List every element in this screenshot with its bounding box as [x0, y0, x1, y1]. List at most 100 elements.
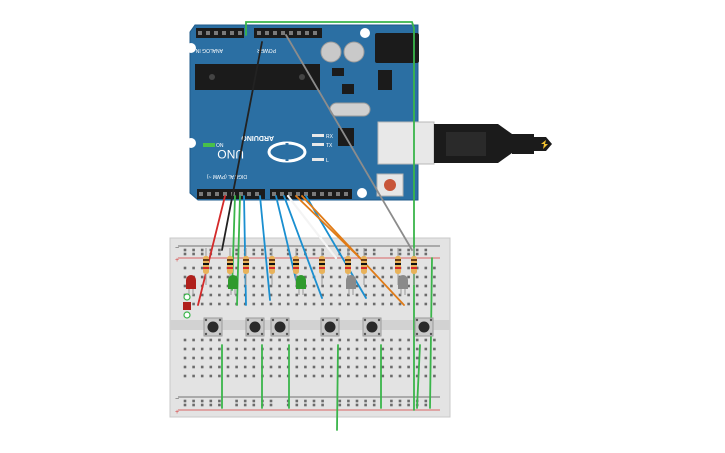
breadboard-hole: [278, 302, 281, 306]
breadboard-hole: [312, 365, 316, 369]
breadboard-hole: [286, 302, 290, 306]
breadboard-hole: [372, 356, 376, 360]
breadboard-hole: [218, 302, 221, 306]
breadboard-hole: [200, 302, 204, 306]
push-button[interactable]: [414, 317, 434, 337]
power-header: [254, 28, 322, 38]
breadboard-hole: [192, 293, 195, 297]
breadboard-hole: [424, 356, 428, 360]
breadboard-hole: [295, 356, 299, 360]
breadboard-hole: [183, 266, 187, 270]
breadboard-hole: [355, 374, 359, 378]
breadboard-hole: [200, 365, 204, 369]
rail-hole: [390, 252, 393, 256]
wire-5v-gray: [285, 34, 413, 251]
push-button[interactable]: [320, 317, 340, 337]
breadboard-hole: [278, 365, 281, 369]
breadboard-hole: [424, 365, 428, 369]
rail-hole: [424, 248, 428, 252]
push-buttons: [203, 317, 434, 337]
push-button[interactable]: [270, 317, 290, 337]
breadboard-hole: [312, 347, 316, 351]
reset-button-cap[interactable]: [384, 179, 396, 191]
breadboard-hole: [407, 374, 410, 378]
rail-hole: [269, 248, 273, 252]
breadboard-hole: [286, 275, 290, 279]
push-button[interactable]: [362, 317, 382, 337]
breadboard-hole: [183, 347, 187, 351]
wire-blue: [259, 195, 271, 301]
breadboard-hole: [424, 302, 428, 306]
breadboard-hole: [347, 302, 350, 306]
rail-hole: [192, 248, 195, 252]
breadboard-hole: [312, 302, 316, 306]
wire-blue: [283, 195, 323, 299]
breadboard-hole: [192, 374, 195, 378]
breadboard-hole: [338, 356, 342, 360]
breadboard-hole: [200, 338, 204, 342]
on-led: [203, 143, 215, 147]
breadboard-hole: [235, 347, 238, 351]
breadboard-hole: [286, 284, 290, 288]
push-button[interactable]: [203, 317, 223, 337]
indicator-ring: [183, 311, 191, 319]
breadboard-hole: [355, 266, 359, 270]
breadboard-hole: [433, 356, 436, 360]
wire-ground-jumper: [336, 344, 339, 431]
breadboard-hole: [312, 266, 316, 270]
rail-hole: [200, 399, 204, 403]
breadboard-hole: [329, 284, 333, 288]
breadboard-hole: [304, 338, 307, 342]
rail-hole: [424, 252, 428, 256]
rail-hole: [192, 252, 195, 256]
breadboard-hole: [209, 347, 213, 351]
rail-hole: [424, 399, 428, 403]
breadboard-hole: [338, 266, 342, 270]
rail-hole: [295, 252, 299, 256]
breadboard-hole: [329, 347, 333, 351]
rail-hole: [312, 248, 316, 252]
breadboard-hole: [226, 365, 230, 369]
breadboard-hole: [355, 338, 359, 342]
breadboard-hole: [278, 374, 281, 378]
breadboard-hole: [321, 338, 324, 342]
wire-red: [197, 195, 226, 306]
rail-hole: [398, 248, 402, 252]
breadboard-hole: [209, 302, 213, 306]
plus-rail-label: +: [175, 257, 179, 264]
breadboard-hole: [252, 365, 256, 369]
on-label: ON: [216, 143, 224, 149]
rail-hole: [347, 399, 350, 403]
breadboard-hole: [304, 365, 307, 369]
breadboard-hole: [278, 284, 281, 288]
breadboard-hole: [407, 356, 410, 360]
breadboard-hole: [381, 347, 385, 351]
breadboard-hole: [192, 338, 195, 342]
breadboard-hole: [433, 338, 436, 342]
rail-hole: [321, 399, 324, 403]
wire-orange: [301, 195, 405, 306]
rail-hole: [235, 252, 238, 256]
usb-plug-icon: [541, 140, 548, 149]
breadboard-hole: [286, 266, 290, 270]
rail-hole: [235, 399, 238, 403]
breadboard-hole: [390, 302, 393, 306]
breadboard-hole: [286, 338, 290, 342]
rail-hole: [407, 399, 410, 403]
rail-hole: [218, 248, 221, 252]
breadboard-hole: [372, 302, 376, 306]
breadboard-hole: [321, 302, 324, 306]
breadboard-hole: [398, 347, 402, 351]
breadboard-hole: [312, 293, 316, 297]
push-button[interactable]: [245, 317, 265, 337]
power-label: POWER: [257, 47, 276, 53]
arduino-board[interactable]: ANALOG IN POWER RX TX L ON ARDUINO UNO: [186, 24, 419, 201]
rail-hole: [347, 403, 350, 407]
breadboard-hole: [347, 365, 350, 369]
breadboard-hole: [338, 374, 342, 378]
breadboard-hole: [269, 374, 273, 378]
breadboard-hole: [269, 347, 273, 351]
rail-hole: [261, 248, 264, 252]
breadboard-hole: [415, 365, 419, 369]
capacitor-1: [320, 41, 342, 63]
